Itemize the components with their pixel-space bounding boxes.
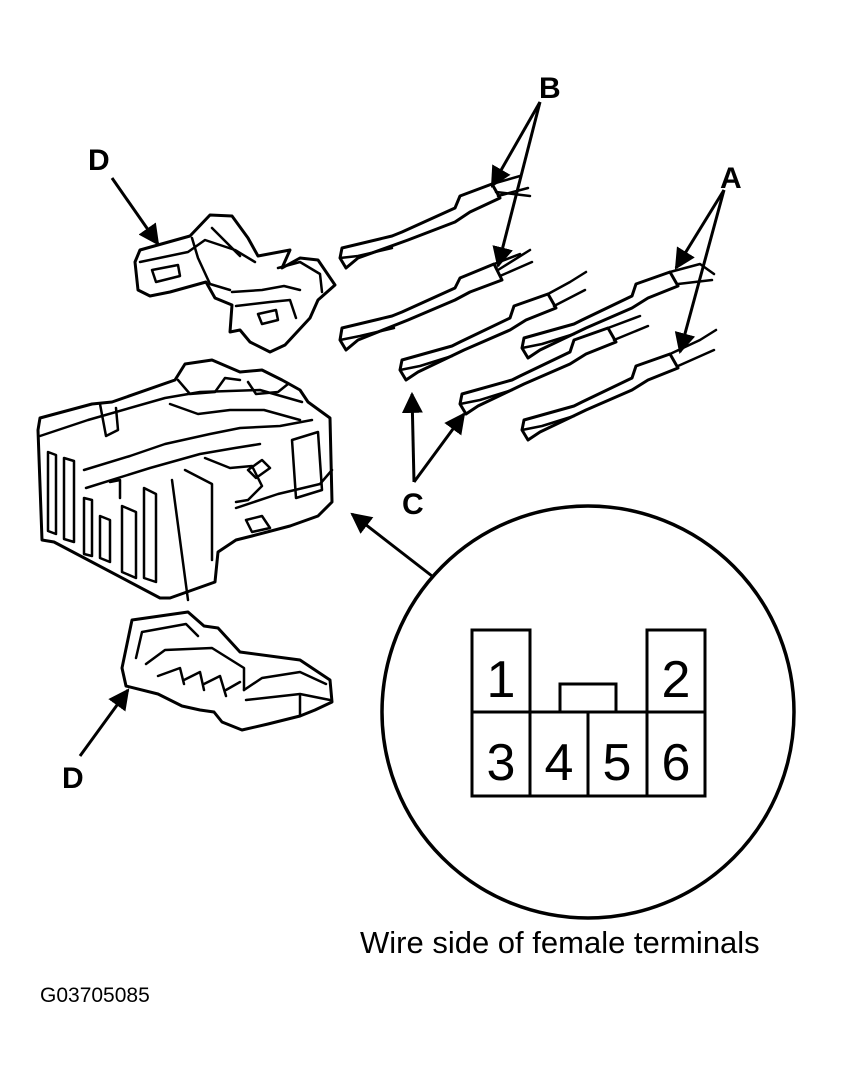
pin-cell-6: [645, 710, 707, 798]
label-c: C: [402, 488, 424, 521]
arrow-a-1: [674, 189, 726, 270]
pin-number-1: 1: [487, 651, 516, 709]
arrow-b-2: [492, 101, 542, 269]
leader-arrows: [78, 101, 726, 757]
label-a: A: [720, 162, 742, 195]
arrow-b-1: [490, 101, 542, 188]
pin-number-4: 4: [545, 734, 574, 792]
pin-number-6: 6: [662, 734, 691, 792]
pin-number-5: 5: [603, 734, 632, 792]
label-d-top: D: [88, 144, 110, 177]
arrow-d-top: [110, 177, 160, 246]
terminal-a-upper: [520, 262, 716, 360]
arrow-c-2: [412, 412, 466, 483]
arrow-a-2: [674, 189, 726, 355]
connector-housing: [36, 358, 334, 602]
pinout-detail: 1 2 3 4 5 6: [380, 504, 796, 920]
terminal-b-lower: [338, 248, 534, 352]
terminal-b-upper: [338, 174, 532, 270]
pinout-caption: Wire side of female terminals: [360, 925, 760, 960]
arrow-d-bottom: [78, 688, 130, 757]
top-retainer-clip: [133, 213, 337, 354]
bottom-retainer-clip: [120, 610, 334, 732]
label-d-bottom: D: [62, 762, 84, 795]
figure-id: G03705085: [40, 984, 150, 1007]
terminal-a-lower: [520, 328, 718, 442]
pin-number-2: 2: [662, 651, 691, 709]
pin-number-3: 3: [487, 734, 516, 792]
label-b: B: [539, 72, 561, 105]
terminal-c-lower: [458, 314, 650, 416]
terminal-c-upper: [398, 270, 588, 382]
arrow-to-housing: [350, 512, 433, 578]
arrow-c-1: [401, 391, 423, 483]
